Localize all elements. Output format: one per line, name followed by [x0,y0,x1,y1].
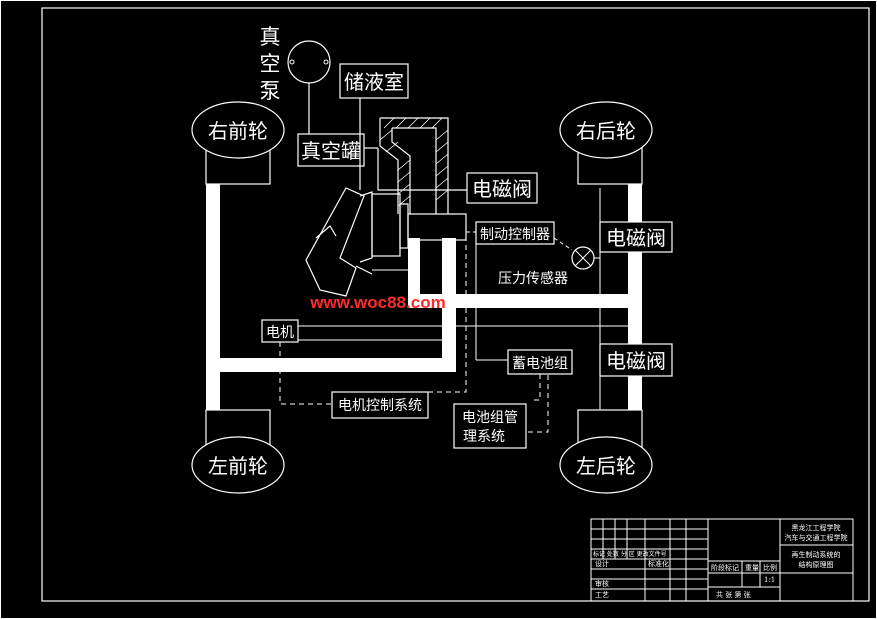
brake-fluid-pipe [379,117,449,214]
motor-label: 电机 [266,325,294,341]
title-block [590,518,854,602]
vacuum-pump-label-1: 真 [260,25,281,49]
wheel-left-front-label: 左前轮 [208,454,268,478]
inner-frame [41,7,870,602]
control-lines [279,238,549,433]
wheel-left-front: 左前轮 [191,436,285,494]
pressure-sensor-symbol [571,246,595,270]
reservoir-box [339,63,409,99]
motor-box [261,319,299,343]
reservoir-label: 储液室 [344,70,404,94]
title-scale: 比例 [763,563,777,572]
brake-controller-box [475,221,555,245]
title-scale-value: 1:1 [764,576,775,584]
bms-box [453,403,527,449]
solenoid-valve-top-label: 电磁阀 [472,177,532,201]
title-school-line1: 黑龙江工程学院 [792,523,841,532]
vacuum-tank-label: 真空罐 [301,139,361,163]
wheel-left-rear-label: 左后轮 [576,454,636,478]
solenoid-valve-right-rear-label: 电磁阀 [606,226,666,250]
solenoid-valve-left-rear-box [599,343,673,377]
pressure-sensor-label: 压力传感器 [498,270,568,287]
brake-pedal-booster [305,187,467,297]
title-mark-row: 标记 处数 分 区 更改文件号 [593,550,667,558]
title-drawing-line1: 再生制动系统的 [792,550,841,559]
motor-control-system-box [331,391,429,419]
motor-control-system-label: 电机控制系统 [338,398,422,414]
wheel-right-front-label: 右前轮 [208,119,268,143]
wheel-left-rear: 左后轮 [559,436,653,494]
watermark-text: www.woc88.com [309,293,445,312]
title-weight: 重量 [745,564,759,572]
brake-controller-label: 制动控制器 [480,227,550,243]
solenoid-valve-top-box [466,172,538,204]
title-standardization: 标准化 [648,559,669,568]
wheel-right-rear-label: 右后轮 [576,119,636,143]
wheel-right-rear: 右后轮 [559,101,653,159]
battery-pack-label: 蓄电池组 [512,356,568,372]
vacuum-pump-label-3: 泵 [260,79,281,103]
bms-label-line2: 理系统 [463,429,505,445]
vacuum-pump-label-2: 空 [260,52,281,76]
title-row-review: 审核 [595,579,609,588]
title-row-process: 工艺 [595,591,609,599]
solenoid-valve-right-rear-box [599,221,673,253]
title-sheets: 共 张 第 张 [716,590,751,599]
vacuum-tank-box [297,133,365,167]
solenoid-valve-left-rear-label: 电磁阀 [606,349,666,373]
title-stage-mark: 阶段标记 [711,563,739,572]
title-school-line2: 汽车与交通工程学院 [785,533,848,542]
title-drawing-line2: 结构原理图 [799,560,834,569]
bms-label-line1: 电池组管 [462,410,518,426]
vacuum-pump: 真 空 泵 [260,25,331,103]
battery-pack-box [507,349,573,375]
title-row-design: 设计 [595,559,609,568]
wheel-right-front: 右前轮 [191,101,285,159]
